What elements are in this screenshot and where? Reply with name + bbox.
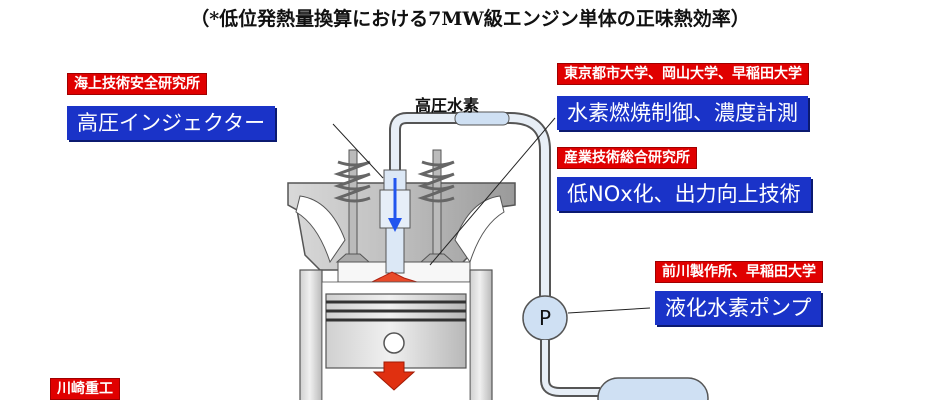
org-label-kawasaki: 川崎重工 — [50, 378, 120, 400]
hydrogen-tank — [597, 377, 709, 400]
org-label-pump: 前川製作所、早稲田大学 — [655, 261, 823, 283]
pump-letter: P — [539, 306, 551, 330]
org-label-nox: 産業技術総合研究所 — [557, 147, 697, 169]
leader-line-pump — [567, 307, 651, 314]
injector — [379, 169, 411, 274]
leader-line-combustion — [429, 117, 556, 266]
org-label-injector: 海上技術安全研究所 — [67, 73, 207, 95]
leader-line-injector — [332, 123, 384, 179]
tech-label-injector: 高圧インジェクター — [67, 106, 276, 140]
exhaust-port — [454, 195, 505, 264]
intake-valve — [333, 149, 371, 263]
pipe-connector — [454, 111, 510, 126]
tech-label-pump: 液化水素ポンプ — [655, 291, 822, 325]
cylinder-wall-right — [469, 269, 493, 400]
figure-caption: （*低位発熱量換算における7MW級エンジン単体の正味熱効率） — [190, 8, 750, 30]
tech-label-nox: 低NOx化、出力向上技術 — [557, 177, 811, 211]
exhaust-valve — [417, 149, 455, 263]
piston-down-arrow — [372, 361, 416, 391]
hydrogen-pipe-label: 高圧水素 — [415, 96, 480, 115]
intake-port — [295, 195, 346, 264]
tech-label-combustion: 水素燃焼制御、濃度計測 — [557, 96, 808, 130]
org-label-combustion: 東京都市大学、岡山大学、早稲田大学 — [557, 63, 809, 85]
piston — [325, 293, 467, 369]
cylinder-wall-left — [299, 269, 323, 400]
